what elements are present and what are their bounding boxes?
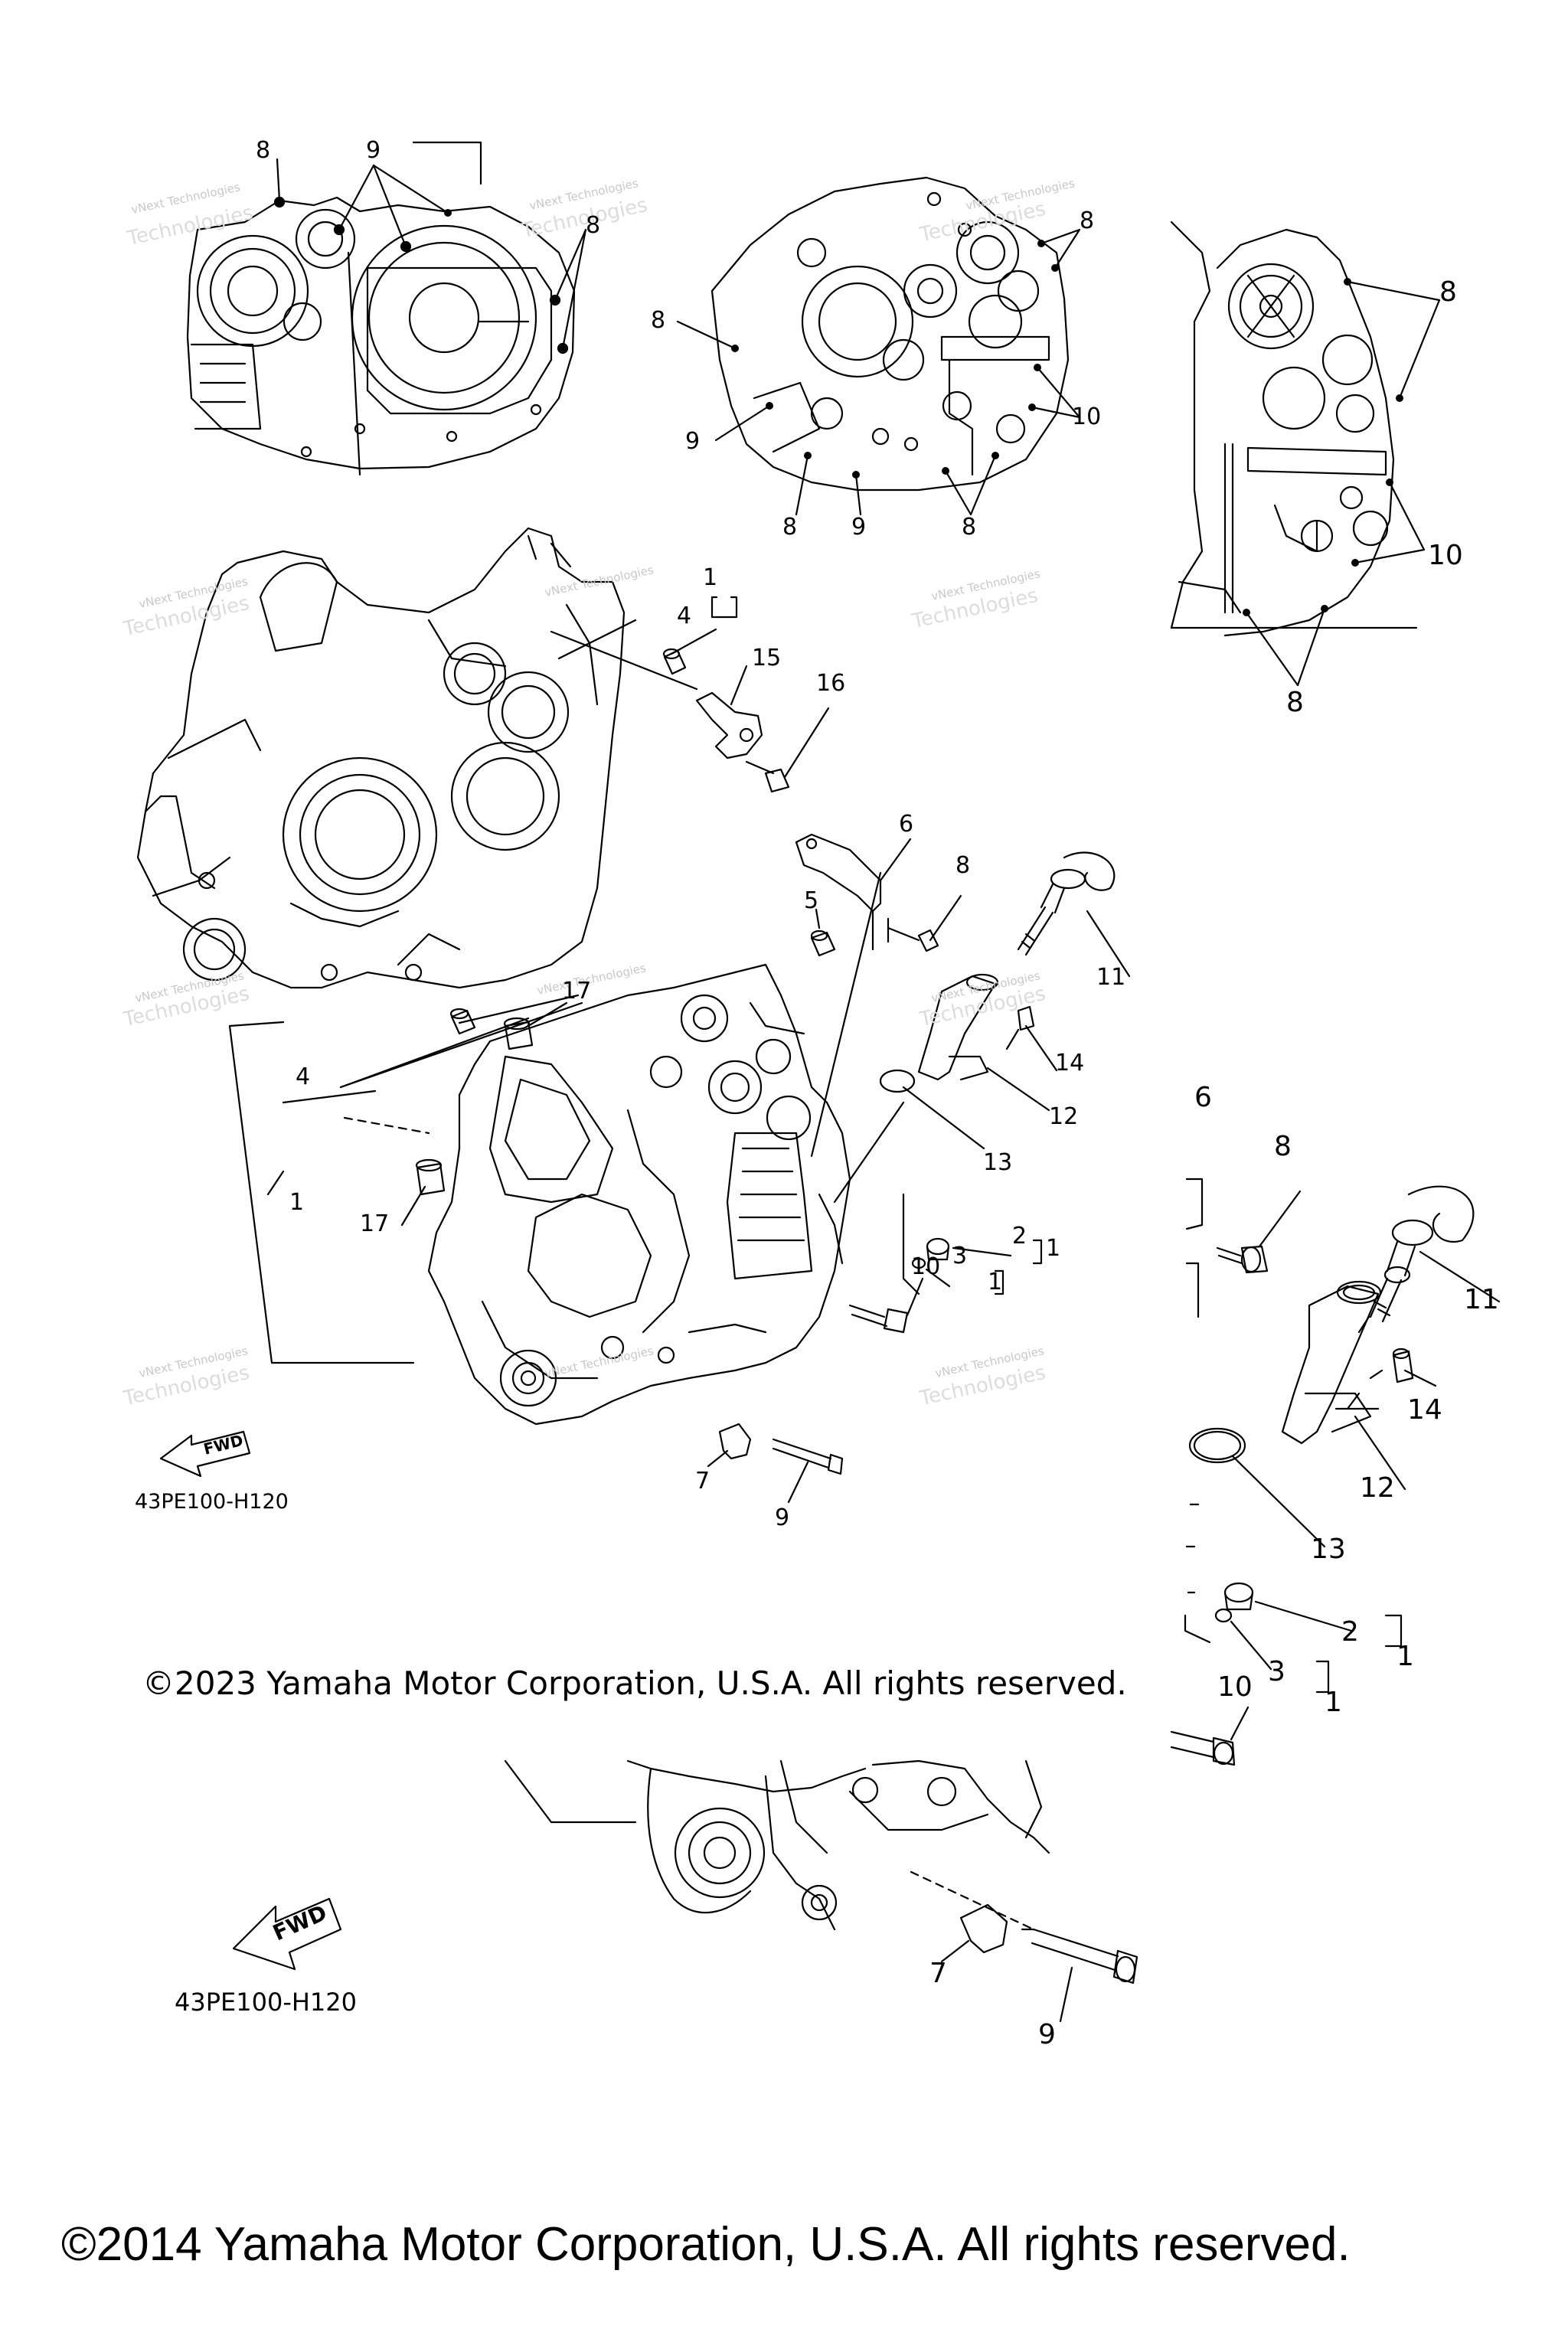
callout-3: 3 bbox=[952, 1243, 968, 1269]
crankcase-right-inner-view bbox=[710, 176, 1070, 492]
dowel-pin-lower bbox=[449, 1008, 476, 1035]
callout-14: 14 bbox=[1407, 1394, 1442, 1426]
callout-10: 10 bbox=[911, 1253, 941, 1280]
callout-9: 9 bbox=[685, 428, 701, 455]
callout-7: 7 bbox=[929, 1958, 947, 1989]
detail-bolt-10 bbox=[1170, 1730, 1236, 1766]
detail-plate-7 bbox=[959, 1903, 1008, 1954]
crankcase-right-half bbox=[427, 963, 851, 1426]
fwd-label-small: FWD bbox=[201, 1431, 245, 1459]
callout-8: 8 bbox=[962, 514, 977, 541]
callout-9: 9 bbox=[775, 1504, 790, 1531]
callout-8: 8 bbox=[782, 514, 798, 541]
detail-crankcase-fragment bbox=[504, 1759, 1050, 1931]
callout-1: 1 bbox=[703, 564, 718, 591]
bolt-10 bbox=[848, 1304, 909, 1334]
crankcase-left-inner-view bbox=[186, 196, 576, 476]
callout-12: 12 bbox=[1360, 1472, 1395, 1504]
detail-bolt-8 bbox=[1216, 1245, 1269, 1274]
callout-8: 8 bbox=[256, 137, 271, 164]
callout-8: 8 bbox=[1439, 276, 1457, 308]
bracket-15 bbox=[695, 691, 763, 760]
callout-1: 1 bbox=[1325, 1687, 1342, 1718]
callout-1: 1 bbox=[1396, 1641, 1414, 1672]
callout-2: 2 bbox=[1341, 1616, 1359, 1648]
diagram-code: 43PE100-H120 bbox=[135, 1490, 289, 1514]
detail-washer-3 bbox=[1214, 1608, 1233, 1623]
bolt-8 bbox=[887, 917, 939, 952]
detail-oil-pipe-12 bbox=[1281, 1280, 1382, 1445]
diagram-code-large: 43PE100-H120 bbox=[175, 1988, 357, 2017]
detail-plug-2 bbox=[1223, 1582, 1254, 1611]
callout-8: 8 bbox=[1286, 687, 1304, 718]
callout-17: 17 bbox=[360, 1210, 390, 1237]
callout-7: 7 bbox=[695, 1468, 710, 1494]
callout-14: 14 bbox=[1055, 1050, 1085, 1076]
plug-2 bbox=[926, 1237, 950, 1261]
callout-8: 8 bbox=[651, 307, 666, 334]
detail-oring-13 bbox=[1188, 1427, 1246, 1464]
detail-bracket-6 bbox=[1185, 1178, 1204, 1318]
crankcase-left-half bbox=[136, 527, 626, 989]
crankcase-partial-view bbox=[1170, 220, 1395, 637]
dipstick-11 bbox=[1017, 851, 1116, 956]
callout-13: 13 bbox=[983, 1149, 1013, 1176]
callout-6: 6 bbox=[1194, 1082, 1212, 1113]
callout-11: 11 bbox=[1464, 1284, 1499, 1315]
detail-bolt-14 bbox=[1346, 1348, 1414, 1410]
callout-6: 6 bbox=[899, 811, 914, 838]
callout-12: 12 bbox=[1049, 1103, 1079, 1130]
callout-8: 8 bbox=[586, 212, 601, 239]
callout-1: 1 bbox=[1046, 1235, 1061, 1262]
detail-dipstick-11 bbox=[1357, 1185, 1475, 1334]
callout-13: 13 bbox=[1311, 1534, 1346, 1565]
callout-17: 17 bbox=[562, 978, 592, 1004]
callout-3: 3 bbox=[1268, 1656, 1285, 1687]
copyright-2023: ©2023 Yamaha Motor Corporation, U.S.A. A… bbox=[142, 1664, 1127, 1702]
callout-8: 8 bbox=[956, 852, 971, 879]
fwd-arrow-small bbox=[159, 1430, 251, 1478]
callout-1: 1 bbox=[988, 1269, 1003, 1295]
callout-10: 10 bbox=[1428, 540, 1463, 571]
fwd-arrow-large bbox=[232, 1897, 342, 1971]
plate-7 bbox=[718, 1423, 752, 1460]
dowel-pin-17b bbox=[415, 1158, 446, 1196]
callout-9: 9 bbox=[366, 137, 381, 164]
callout-11: 11 bbox=[1096, 964, 1126, 991]
callout-9: 9 bbox=[1038, 2019, 1056, 2050]
bolt-16 bbox=[745, 760, 790, 793]
callout-8: 8 bbox=[1274, 1131, 1292, 1162]
bolt-14 bbox=[1005, 1005, 1035, 1050]
callout-9: 9 bbox=[851, 514, 867, 541]
oring-13 bbox=[879, 1069, 916, 1093]
dowel-pin-5 bbox=[810, 929, 836, 957]
callout-8: 8 bbox=[1080, 207, 1095, 234]
callout-16: 16 bbox=[816, 670, 846, 697]
callout-10: 10 bbox=[1217, 1671, 1253, 1703]
callout-15: 15 bbox=[752, 645, 782, 671]
detail-bolt-9 bbox=[1021, 1928, 1138, 1984]
callout-10: 10 bbox=[1072, 403, 1102, 430]
bolt-9 bbox=[772, 1438, 844, 1475]
callout-1: 1 bbox=[289, 1189, 305, 1216]
copyright-2014: ©2014 Yamaha Motor Corporation, U.S.A. A… bbox=[61, 2218, 1351, 2271]
callout-4: 4 bbox=[296, 1063, 311, 1090]
callout-4: 4 bbox=[677, 603, 692, 629]
washer-3 bbox=[911, 1257, 926, 1269]
oil-pipe-12 bbox=[917, 973, 999, 1081]
callout-5: 5 bbox=[804, 887, 819, 914]
dowel-pin-17a bbox=[503, 1017, 534, 1050]
bracket-6 bbox=[795, 833, 882, 951]
callout-2: 2 bbox=[1012, 1223, 1027, 1250]
